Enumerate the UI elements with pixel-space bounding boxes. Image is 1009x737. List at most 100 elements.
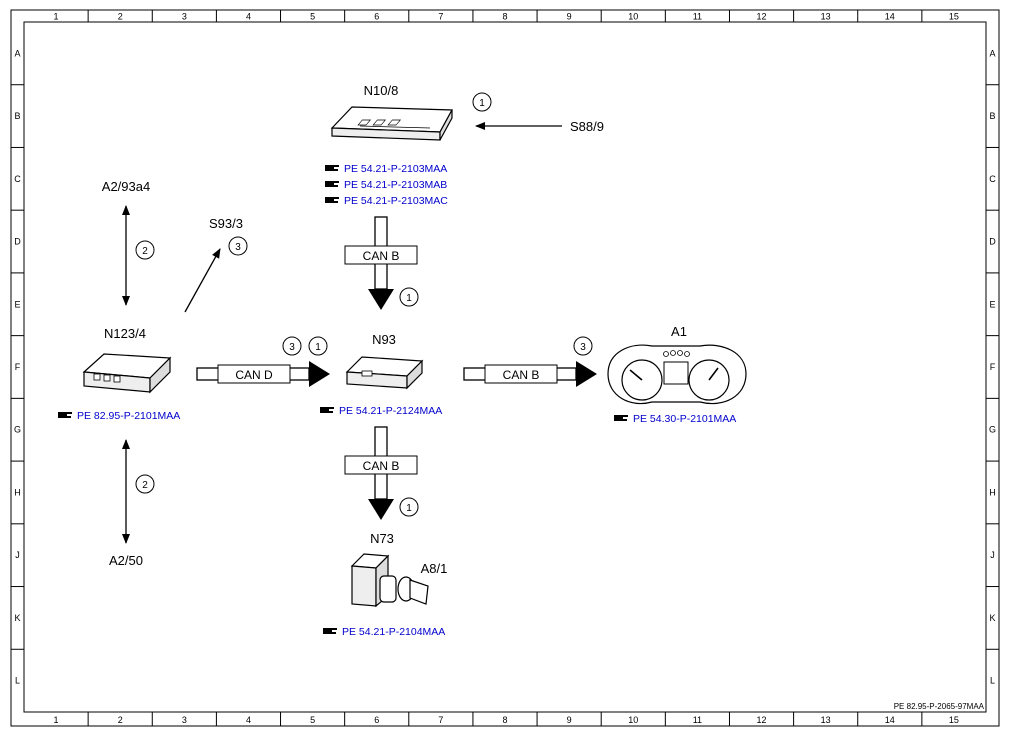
marker-s93: 3: [235, 242, 241, 253]
grid-col-label-top: 7: [438, 12, 443, 22]
a1-instrument-cluster: [607, 344, 747, 405]
label-a1: A1: [671, 324, 687, 339]
grid-col-label-bottom: 6: [374, 715, 379, 725]
grid-col-label-bottom: 15: [949, 715, 959, 725]
grid-col-label-top: 1: [54, 12, 59, 22]
grid-col-label-bottom: 5: [310, 715, 315, 725]
ref-link-n123-4[interactable]: PE 82.95-P-2101MAA: [77, 410, 180, 422]
grid-row-label-right: G: [989, 425, 996, 435]
grid-row-label-left: C: [14, 174, 21, 184]
ref-link-a1[interactable]: PE 54.30-P-2101MAA: [633, 413, 736, 425]
grid-col-label-top: 12: [757, 12, 767, 22]
grid-col-label-bottom: 14: [885, 715, 895, 725]
grid-col-label-bottom: 7: [438, 715, 443, 725]
grid-col-label-top: 13: [821, 12, 831, 22]
grid-row-label-left: F: [15, 362, 21, 372]
ref-link-n93[interactable]: PE 54.21-P-2124MAA: [339, 405, 442, 417]
grid-col-label-top: 9: [567, 12, 572, 22]
grid-col-label-top: 14: [885, 12, 895, 22]
grid-row-label-right: H: [989, 487, 996, 497]
grid-col-label-bottom: 4: [246, 715, 251, 725]
n93-module: [345, 356, 424, 390]
grid-row-label-left: G: [14, 425, 21, 435]
grid-col-label-top: 15: [949, 12, 959, 22]
label-a2-50: A2/50: [109, 553, 143, 568]
marker-canb-right: 3: [580, 342, 586, 353]
connection-lines: [122, 122, 562, 544]
grid-col-label-bottom: 12: [757, 715, 767, 725]
grid-row-label-right: L: [990, 676, 995, 686]
grid-row-label-right: A: [989, 48, 995, 58]
grid-col-label-top: 11: [693, 12, 702, 22]
grid-col-label-bottom: 3: [182, 715, 187, 725]
grid-row-label-right: F: [990, 362, 996, 372]
can-bus-top: CAN B: [344, 216, 418, 310]
grid-col-label-top: 6: [374, 12, 379, 22]
grid-row-label-right: K: [989, 613, 995, 623]
component-labels: N10/8 S88/9 A2/93a4 S93/3 N123/4 N93 A1 …: [102, 83, 687, 576]
grid-row-label-left: A: [14, 48, 20, 58]
grid-row-label-right: J: [990, 550, 995, 560]
drawing-frame: [10, 9, 1000, 727]
can-d-label: CAN D: [235, 368, 273, 382]
grid-col-label-bottom: 1: [54, 715, 59, 725]
grid-row-label-left: D: [14, 237, 21, 247]
grid-col-label-bottom: 8: [502, 715, 507, 725]
ref-link-n10-8-c[interactable]: PE 54.21-P-2103MAC: [344, 195, 448, 207]
label-a2-93a4: A2/93a4: [102, 179, 150, 194]
can-b-top-label: CAN B: [363, 249, 400, 263]
grid-col-label-bottom: 9: [567, 715, 572, 725]
can-bus-d: CAN D: [196, 361, 330, 387]
reference-links: PE 54.21-P-2103MAA PE 54.21-P-2103MAB PE…: [58, 163, 736, 638]
label-a8-1: A8/1: [421, 561, 448, 576]
grid-col-label-bottom: 2: [118, 715, 123, 725]
marker-cand-1: 1: [315, 342, 321, 353]
grid-col-label-top: 2: [118, 12, 123, 22]
can-b-right-label: CAN B: [503, 368, 540, 382]
ref-link-n73[interactable]: PE 54.21-P-2104MAA: [342, 626, 445, 638]
marker-s88: 1: [479, 98, 485, 109]
ref-link-n10-8-a[interactable]: PE 54.21-P-2103MAA: [344, 163, 447, 175]
n73-ignition-switch: [350, 553, 429, 608]
circled-markers: [135, 92, 593, 517]
marker-a2-50: 2: [142, 480, 148, 491]
grid-row-label-left: K: [14, 613, 20, 623]
grid-row-label-right: B: [989, 111, 995, 121]
can-b-bottom-label: CAN B: [363, 459, 400, 473]
label-n123-4: N123/4: [104, 326, 146, 341]
grid-col-label-top: 3: [182, 12, 187, 22]
grid-col-label-top: 8: [502, 12, 507, 22]
marker-cand-3: 3: [289, 342, 295, 353]
document-id: PE 82.95-P-2065-97MAA: [894, 702, 985, 711]
ref-link-n10-8-b[interactable]: PE 54.21-P-2103MAB: [344, 179, 447, 191]
n123-4-module: [82, 353, 172, 394]
grid-col-label-top: 5: [310, 12, 315, 22]
grid-col-label-bottom: 13: [821, 715, 831, 725]
marker-canb-bottom: 1: [406, 503, 412, 514]
grid-row-label-left: L: [15, 676, 20, 686]
grid-row-label-right: E: [989, 299, 995, 309]
can-bus-bottom: CAN B: [344, 426, 418, 520]
marker-canb-top: 1: [406, 293, 412, 304]
grid-row-label-left: J: [15, 550, 20, 560]
grid-row-label-right: D: [989, 237, 996, 247]
n10-8-module: [330, 106, 453, 141]
label-n10-8: N10/8: [364, 83, 399, 98]
grid-row-label-right: C: [989, 174, 996, 184]
grid-col-label-bottom: 10: [628, 715, 638, 725]
marker-a2-93a4: 2: [142, 246, 148, 257]
grid-col-label-top: 10: [628, 12, 638, 22]
grid-col-label-bottom: 11: [693, 715, 702, 725]
grid-row-label-left: E: [14, 299, 20, 309]
grid-rulers: 1122334455667788991010111112121313141415…: [11, 10, 999, 726]
grid-row-label-left: B: [14, 111, 20, 121]
label-s88-9: S88/9: [570, 119, 604, 134]
label-n73: N73: [370, 531, 394, 546]
grid-col-label-top: 4: [246, 12, 251, 22]
can-bus-right: CAN B: [463, 361, 597, 387]
label-n93: N93: [372, 332, 396, 347]
arrow-n123-to-s93: [184, 248, 221, 313]
label-s93-3: S93/3: [209, 216, 243, 231]
grid-row-label-left: H: [14, 487, 21, 497]
